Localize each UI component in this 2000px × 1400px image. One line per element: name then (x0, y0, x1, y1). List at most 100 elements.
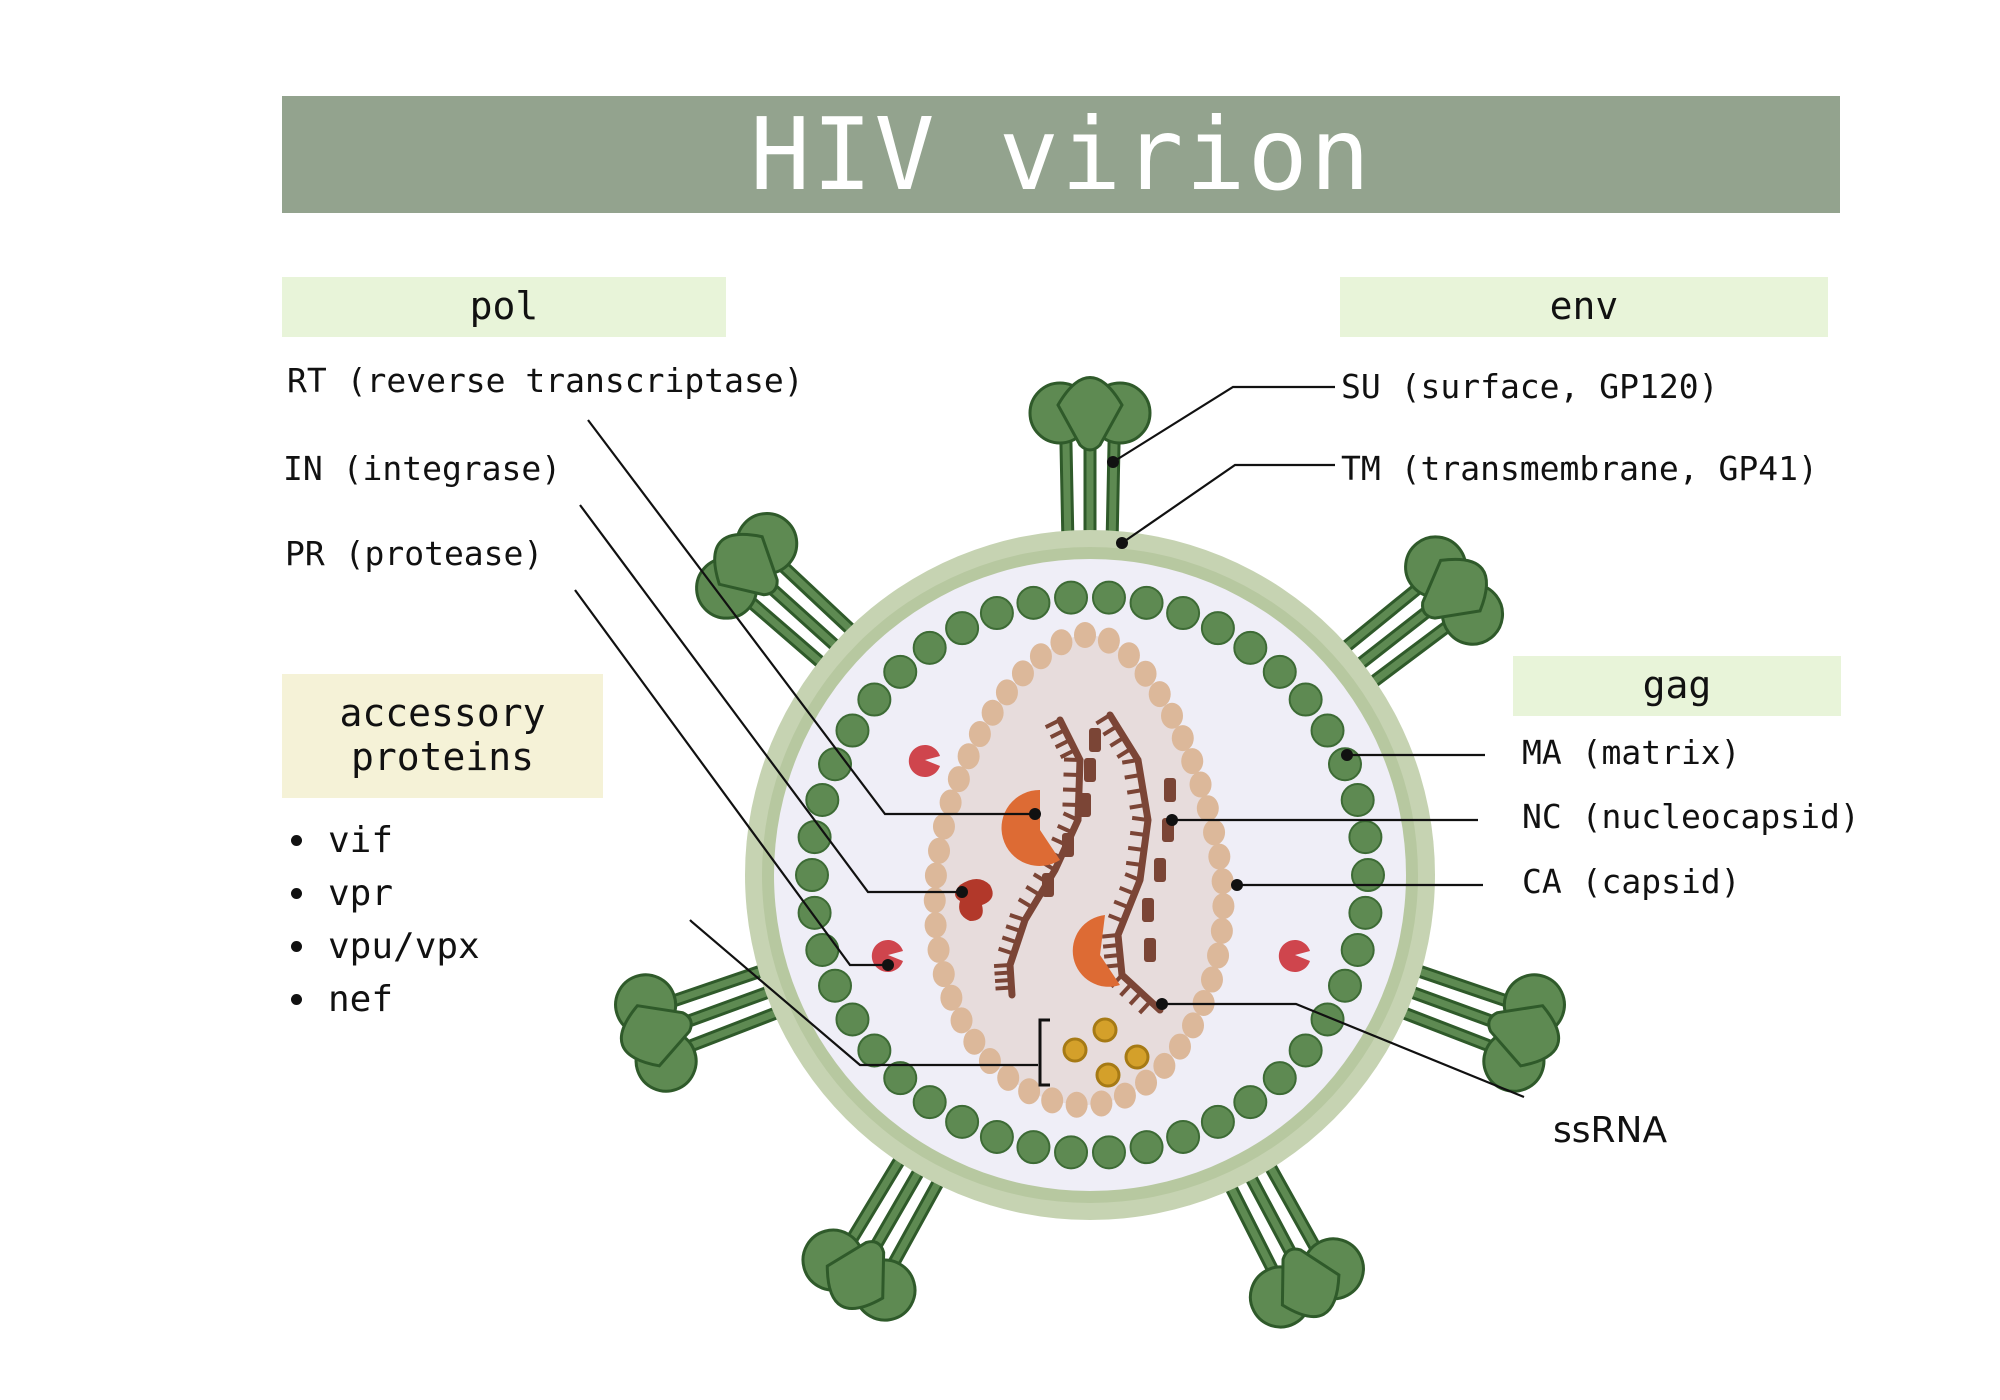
matrix-protein (1200, 1104, 1235, 1139)
capsid-protein (923, 887, 946, 914)
accessory-leader (689, 919, 1038, 1067)
capsid-protein (1029, 643, 1052, 670)
gp41-stalk (866, 1157, 929, 1260)
capsid-protein (968, 721, 991, 748)
matrix-protein (912, 630, 947, 665)
glycoprotein-spike (1329, 535, 1505, 696)
rna-base (1044, 718, 1061, 729)
gp41-stalk (1360, 619, 1456, 693)
capsid-protein (932, 961, 955, 988)
capsid-protein (1153, 1052, 1176, 1079)
rna-base (1128, 991, 1143, 1006)
capsid-protein (997, 1064, 1020, 1091)
matrix-protein (818, 968, 853, 1003)
list-item: nef (285, 973, 480, 1026)
matrix-protein (883, 1061, 918, 1096)
rna-base (1138, 999, 1152, 1015)
gp120-lobe (1056, 376, 1124, 452)
gp41-stalk (759, 577, 849, 658)
rna-base (994, 978, 1012, 984)
capsid-protein (1135, 1069, 1158, 1096)
capsid-protein (1011, 660, 1034, 687)
gag-header: gag (1513, 656, 1841, 716)
gp41-stalk (1404, 963, 1516, 1007)
matrix-protein (1340, 782, 1375, 817)
rt-leader-dot (1029, 808, 1041, 820)
capsid-protein (927, 936, 950, 963)
capsid-protein (1090, 1090, 1113, 1117)
pol-header-text: pol (469, 284, 539, 329)
accessory-item-nef: nef (328, 979, 394, 1020)
rna-base (1054, 738, 1071, 749)
matrix-protein (1288, 682, 1323, 717)
gp41-stalk (681, 1005, 791, 1052)
matrix-protein (1348, 820, 1383, 855)
gp41-stalk (1260, 1152, 1322, 1256)
in-leader-dot (956, 886, 968, 898)
ma-label: MA (matrix) (1522, 733, 1741, 772)
enzyme-layer (871, 744, 1310, 1088)
capsid-protein (995, 679, 1018, 706)
matrix-protein (1327, 747, 1362, 782)
accessory-protein (1124, 1044, 1150, 1070)
accessory-protein (1062, 1037, 1088, 1063)
bullet-icon (291, 994, 302, 1005)
matrix-protein (1340, 933, 1375, 968)
rna-base (1125, 860, 1143, 867)
matrix-protein (912, 1085, 947, 1120)
accessory-item-vif: vif (328, 820, 394, 861)
capsid-protein (1200, 966, 1223, 993)
reverse-transcriptase (1001, 789, 1060, 866)
rna-base (1129, 803, 1146, 810)
matrix-protein (1288, 1033, 1323, 1068)
capsid-protein (1041, 1087, 1064, 1114)
glycoprotein-spike (1219, 1149, 1365, 1329)
rna-base (1126, 788, 1144, 795)
matrix-layer (795, 580, 1385, 1170)
gp41-stalk (673, 984, 784, 1029)
matrix-protein (979, 596, 1014, 631)
matrix-protein (1262, 1061, 1297, 1096)
matrix-protein (1091, 1135, 1126, 1170)
matrix-protein (1054, 580, 1089, 615)
capsid-protein (981, 699, 1004, 726)
nucleocapsid-protein (1042, 873, 1054, 897)
list-item: vif (285, 814, 480, 867)
matrix-protein (805, 782, 840, 817)
pr-leader (574, 589, 888, 967)
gp41-stalk (845, 1146, 910, 1248)
env-header: env (1340, 277, 1828, 337)
matrix-protein (1200, 611, 1235, 646)
protease (908, 744, 940, 778)
spike-layer (614, 376, 1566, 1329)
nucleocapsid-protein (1144, 938, 1156, 962)
capsid-protein (924, 862, 947, 889)
capsid-protein (1182, 1012, 1205, 1039)
tm-leader (1121, 463, 1335, 544)
capsid-protein (1171, 725, 1194, 752)
nucleocapsid-protein (1142, 898, 1154, 922)
env-header-text: env (1549, 284, 1619, 329)
gp41-stalk (1108, 431, 1118, 549)
capsid-protein (950, 1007, 973, 1034)
capsid-protein (939, 789, 962, 816)
rna-base (1005, 924, 1022, 934)
accessory-header-line2: proteins (350, 735, 535, 779)
pol-header: pol (282, 277, 726, 337)
ca-leader-dot (1231, 879, 1243, 891)
gp120-lobe (619, 1004, 693, 1068)
capsid-protein (932, 813, 955, 840)
matrix-protein (1310, 713, 1345, 748)
accessory-item-vpr: vpr (328, 873, 394, 914)
gp41-stalk (775, 559, 863, 642)
capsid-protein (1208, 843, 1231, 870)
matrix-protein (1129, 1130, 1164, 1165)
capsid-protein (1168, 1033, 1191, 1060)
matrix-protein (1166, 596, 1201, 631)
pr-leader-dot (882, 959, 894, 971)
matrix-protein (1129, 585, 1164, 620)
gp41-stalk (1241, 1162, 1301, 1267)
capsid-protein (1189, 771, 1212, 798)
capsid-protein (1210, 917, 1233, 944)
